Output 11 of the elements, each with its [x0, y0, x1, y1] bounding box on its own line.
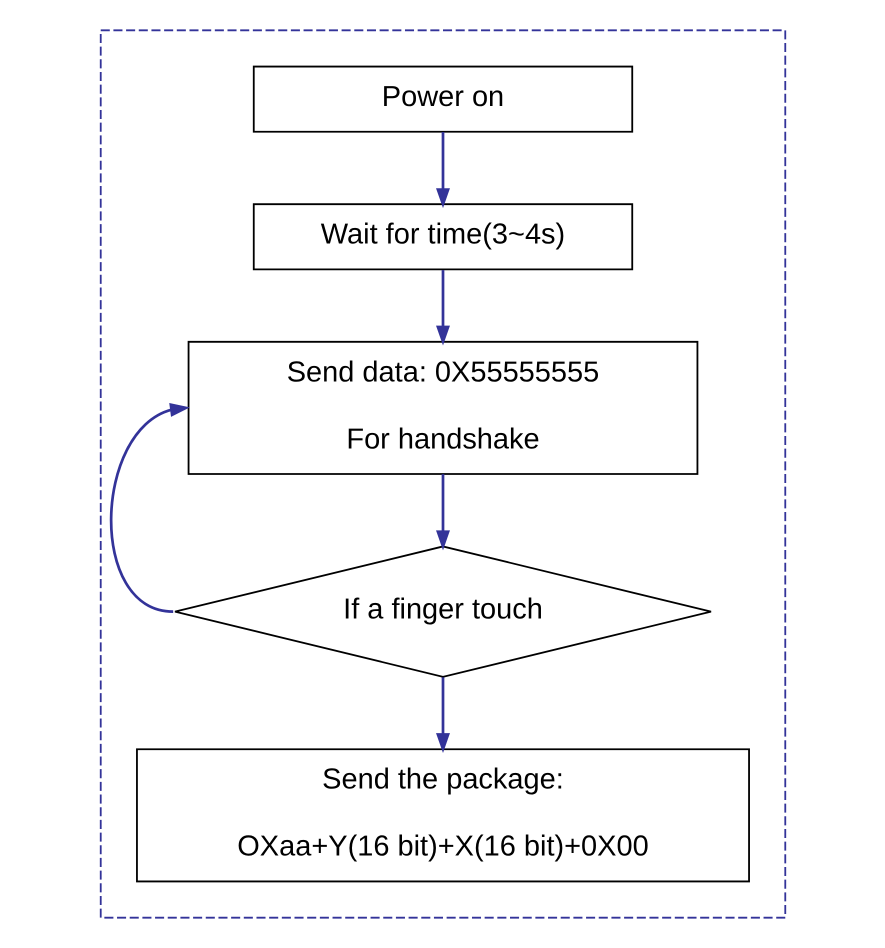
- cluster: [99, 29, 786, 919]
- arrow: [436, 474, 450, 550]
- node-box: Wait for time(3~4s): [252, 203, 633, 270]
- arrow: [109, 403, 190, 613]
- node-box: Send data: 0X55555555 For handshake: [187, 340, 698, 475]
- arrow: [436, 270, 450, 346]
- node-diamond: If a finger touch: [174, 546, 712, 678]
- arrow: [436, 132, 450, 208]
- node-box: Send the package: OXaa+Y(16 bit)+X(16 bit)+0X00: [136, 748, 750, 882]
- node-box: Power on: [252, 66, 633, 133]
- arrow: [436, 677, 450, 754]
